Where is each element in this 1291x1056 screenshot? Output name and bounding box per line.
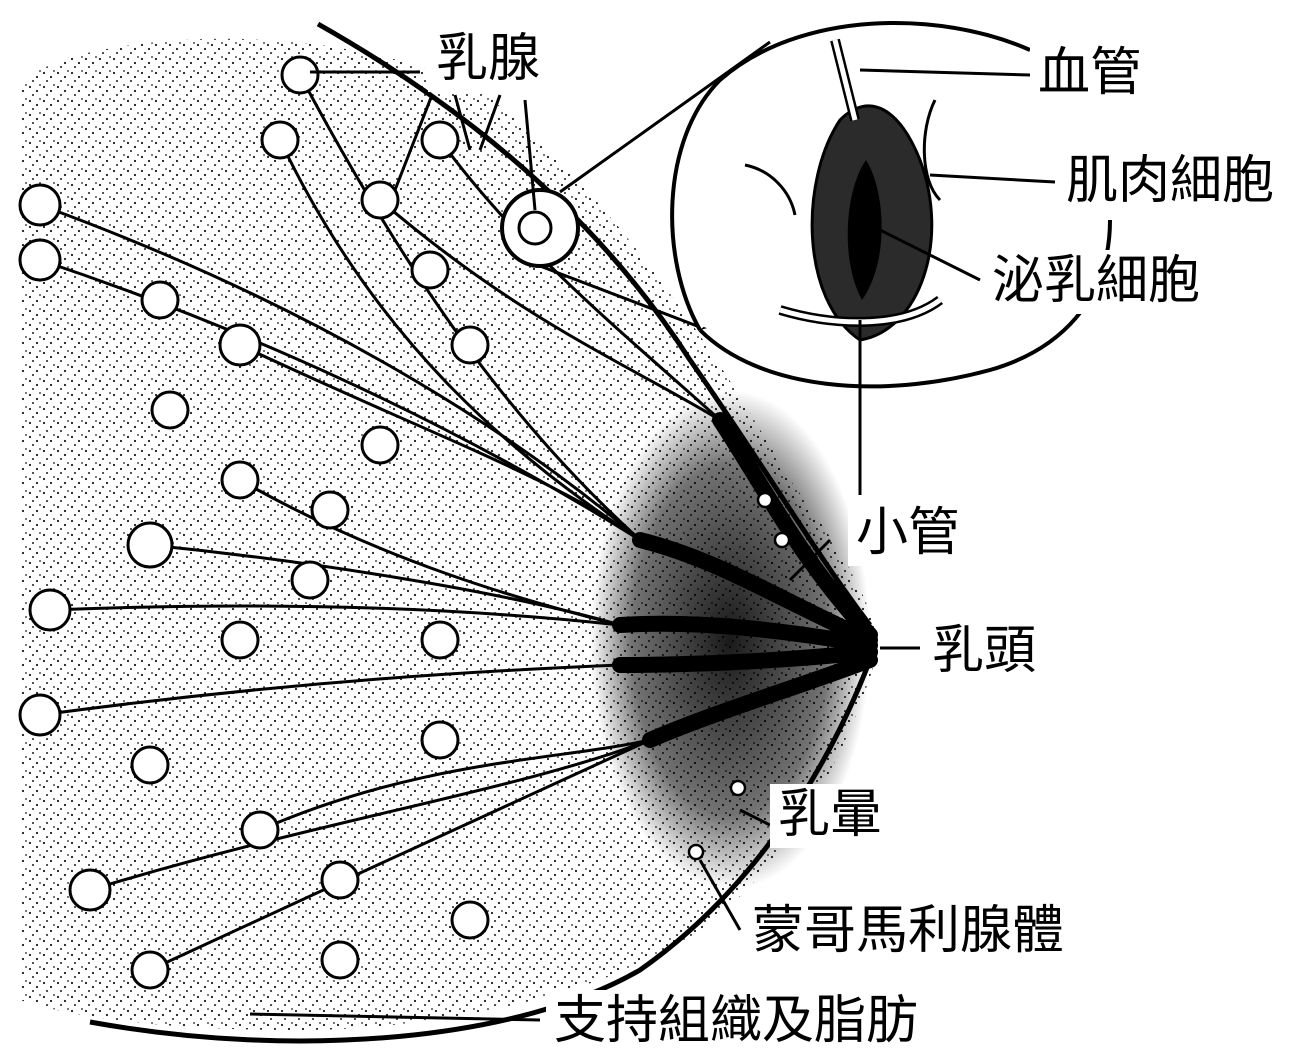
label-montgomery-glands: 蒙哥馬利腺體 [744,900,1072,964]
label-duct: 小管 [848,502,968,566]
label-muscle-cells: 肌肉細胞 [1058,150,1282,214]
label-nipple: 乳頭 [924,620,1044,684]
lobule-highlight-inner [519,212,551,244]
label-blood-vessel: 血管 [1030,42,1150,106]
label-support-tissue-fat: 支持組織及脂肪 [546,990,926,1054]
label-secretory-cells: 泌乳細胞 [984,250,1208,314]
label-areola: 乳暈 [770,784,890,848]
label-mammary-gland: 乳腺 [428,28,548,92]
